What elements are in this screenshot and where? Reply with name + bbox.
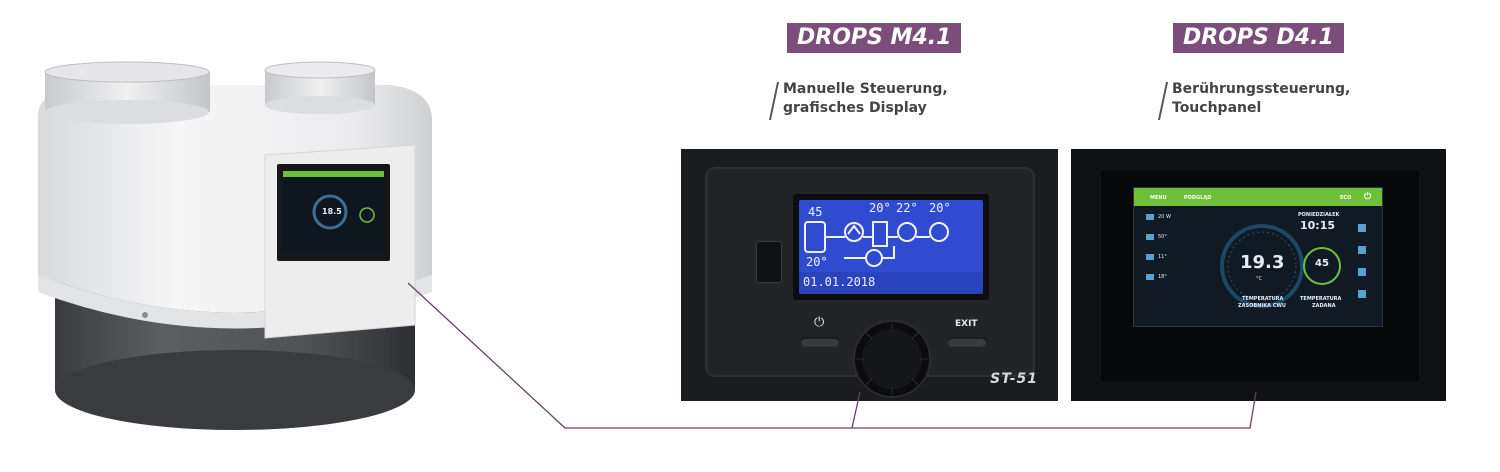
main-temperature: 19.3 xyxy=(1240,252,1285,273)
model-tag-m41: DROPS M4.1 xyxy=(787,23,962,53)
power-button xyxy=(800,337,840,347)
model-tag-d41: DROPS D4.1 xyxy=(1173,23,1344,53)
unit-screen-temp: 18.5 xyxy=(322,207,342,216)
feature-divider xyxy=(1157,82,1169,120)
feature-text-d41: Berührungssteuerung, Touchpanel xyxy=(1157,80,1351,120)
side-button xyxy=(756,241,782,283)
feature-line-1: Manuelle Steuerung, xyxy=(783,81,948,97)
controller-panel-d41: MENU PODGLĄD ECO ⏻ 20 W 50° 11° 18° PONI… xyxy=(1071,149,1446,401)
lcd-temp-2: 22° xyxy=(896,201,918,215)
feature-text-m41: Manuelle Steuerung, grafisches Display xyxy=(768,80,948,120)
main-temp-unit: °C xyxy=(1256,276,1262,282)
lcd-temp-4: 20° xyxy=(806,255,828,269)
touch-topbar xyxy=(1134,188,1382,206)
model-label-st51: ST-51 xyxy=(990,371,1038,387)
main-caption-2: ZASOBNIKA CWU xyxy=(1238,303,1286,309)
rotary-knob xyxy=(853,320,931,398)
menu-label: MENU xyxy=(1150,195,1167,201)
left-value-3: 11° xyxy=(1158,254,1167,260)
lcd-date: 01.01.2018 xyxy=(803,275,876,289)
eco-label: ECO xyxy=(1340,195,1352,201)
heat-pump-unit-image: 18.5 xyxy=(30,60,440,450)
set-temperature: 45 xyxy=(1315,258,1329,269)
topbar-label: PODGLĄD xyxy=(1184,195,1212,201)
touch-gauges xyxy=(1146,214,1366,308)
heat-pump-illustration xyxy=(38,61,432,430)
lcd-display: 45 20° 22° 20° 20° 01.01.2018 xyxy=(799,200,983,294)
controller-panel-m41: 45 20° 22° 20° 20° 01.01.2018 ⏻ EXIT ST-… xyxy=(681,149,1058,401)
left-value-1: 20 W xyxy=(1158,214,1171,220)
panel-bezel: 45 20° 22° 20° 20° 01.01.2018 ⏻ EXIT xyxy=(705,167,1035,398)
feature-line-2: grafisches Display xyxy=(783,100,927,116)
left-value-2: 50° xyxy=(1158,234,1167,240)
feature-divider xyxy=(768,82,780,120)
lcd-level: 45 xyxy=(808,205,823,219)
main-caption-1: TEMPERATURA xyxy=(1242,296,1284,302)
day-label: PONIEDZIAŁEK xyxy=(1298,212,1340,218)
clock-time: 10:15 xyxy=(1300,219,1336,232)
feature-line-2: Touchpanel xyxy=(1172,100,1262,116)
lcd-temp-3: 20° xyxy=(929,201,951,215)
exit-button xyxy=(947,337,987,347)
set-caption-2: ZADANA xyxy=(1312,303,1336,309)
feature-line-1: Berührungssteuerung, xyxy=(1172,81,1351,97)
power-icon: ⏻ xyxy=(814,315,825,330)
left-value-4: 18° xyxy=(1158,274,1167,280)
lcd-frame: 45 20° 22° 20° 20° 01.01.2018 xyxy=(793,194,989,300)
exit-label: EXIT xyxy=(955,319,978,329)
power-icon: ⏻ xyxy=(1364,192,1372,202)
touch-display: MENU PODGLĄD ECO ⏻ 20 W 50° 11° 18° PONI… xyxy=(1133,187,1383,327)
set-caption-1: TEMPERATURA xyxy=(1300,296,1342,302)
lcd-temp-1: 20° xyxy=(869,201,891,215)
